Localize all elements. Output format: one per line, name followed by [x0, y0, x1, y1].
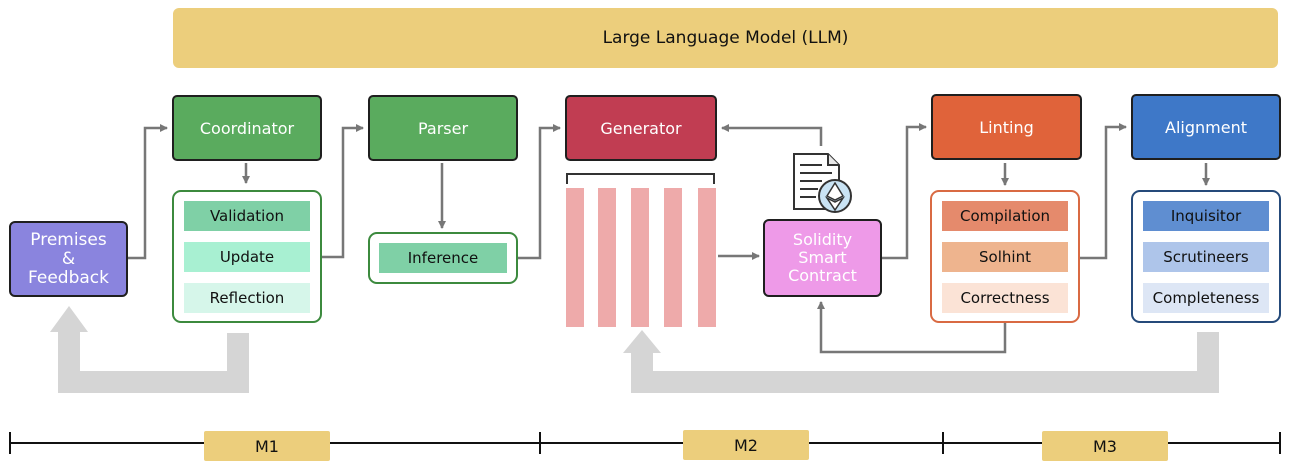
- premises-line1: Premises: [30, 229, 107, 250]
- parser-label: Parser: [417, 118, 469, 138]
- linting-label: Linting: [979, 117, 1034, 137]
- solhint-label: Solhint: [979, 248, 1031, 266]
- linting-group: Compilation Solhint Correctness: [930, 190, 1080, 323]
- arrow-solidity-linting: [882, 123, 927, 260]
- llm-label: Large Language Model (LLM): [602, 28, 849, 48]
- solidity-contract-box: Solidity Smart Contract: [763, 219, 882, 297]
- token-bar: [664, 188, 682, 327]
- compilation-item: Compilation: [942, 201, 1068, 231]
- generator-label: Generator: [600, 118, 682, 138]
- milestone-m2-label: M2: [734, 435, 758, 455]
- linting-box: Linting: [931, 94, 1082, 160]
- arrow-document-generator: [721, 124, 823, 146]
- scrutineers-label: Scrutineers: [1163, 248, 1249, 266]
- alignment-label: Alignment: [1165, 117, 1247, 137]
- premises-line2: &: [61, 248, 76, 269]
- solhint-item: Solhint: [942, 242, 1068, 272]
- parser-box: Parser: [368, 95, 518, 161]
- arrow-linting-group-alignment: [1080, 123, 1127, 260]
- validation-item: Validation: [184, 201, 310, 231]
- validation-label: Validation: [209, 207, 285, 225]
- arrow-correctness-solidity: [817, 301, 1007, 354]
- arrow-group-parser: [320, 124, 364, 259]
- reflection-label: Reflection: [209, 289, 285, 307]
- compilation-label: Compilation: [959, 207, 1051, 225]
- arrow-inference-generator: [518, 124, 561, 260]
- solidity-line1: Solidity: [792, 230, 853, 249]
- premises-line3: Feedback: [28, 267, 109, 288]
- feedback-band-m1: [58, 332, 249, 393]
- reflection-item: Reflection: [184, 283, 310, 313]
- generator-box: Generator: [565, 95, 717, 161]
- premises-feedback-box: Premises & Feedback: [9, 221, 128, 297]
- contract-document-icon: [793, 153, 852, 213]
- scrutineers-item: Scrutineers: [1143, 242, 1269, 272]
- coordinator-label: Coordinator: [199, 118, 295, 138]
- feedback-arrowhead-m2: [623, 330, 661, 353]
- solidity-line3: Contract: [788, 266, 857, 285]
- completeness-item: Completeness: [1143, 283, 1269, 313]
- update-item: Update: [184, 242, 310, 272]
- milestone-m2: M2: [683, 430, 809, 460]
- milestone-m1: M1: [204, 431, 330, 461]
- inference-label: Inference: [407, 249, 479, 267]
- feedback-band-m2: [631, 332, 1219, 393]
- solidity-line2: Smart: [798, 248, 847, 267]
- token-bar: [698, 188, 716, 327]
- milestone-m3: M3: [1042, 431, 1168, 461]
- correctness-label: Correctness: [960, 289, 1050, 307]
- alignment-box: Alignment: [1131, 94, 1281, 160]
- arrow-premises-coordinator: [128, 124, 168, 260]
- generator-bracket: [566, 173, 715, 184]
- llm-banner: Large Language Model (LLM): [173, 8, 1278, 68]
- token-bar: [598, 188, 616, 327]
- coordinator-group: Validation Update Reflection: [172, 190, 322, 323]
- parser-group: Inference: [368, 232, 518, 284]
- milestone-m1-label: M1: [255, 436, 279, 456]
- inquisitor-item: Inquisitor: [1143, 201, 1269, 231]
- milestone-m3-label: M3: [1093, 436, 1117, 456]
- correctness-item: Correctness: [942, 283, 1068, 313]
- token-bar: [566, 188, 584, 327]
- inference-item: Inference: [379, 243, 507, 273]
- inquisitor-label: Inquisitor: [1170, 207, 1242, 225]
- coordinator-box: Coordinator: [172, 95, 322, 161]
- completeness-label: Completeness: [1152, 289, 1260, 307]
- update-label: Update: [219, 248, 275, 266]
- alignment-group: Inquisitor Scrutineers Completeness: [1131, 190, 1281, 323]
- token-bar: [631, 188, 649, 327]
- feedback-arrowhead-m1: [50, 306, 88, 332]
